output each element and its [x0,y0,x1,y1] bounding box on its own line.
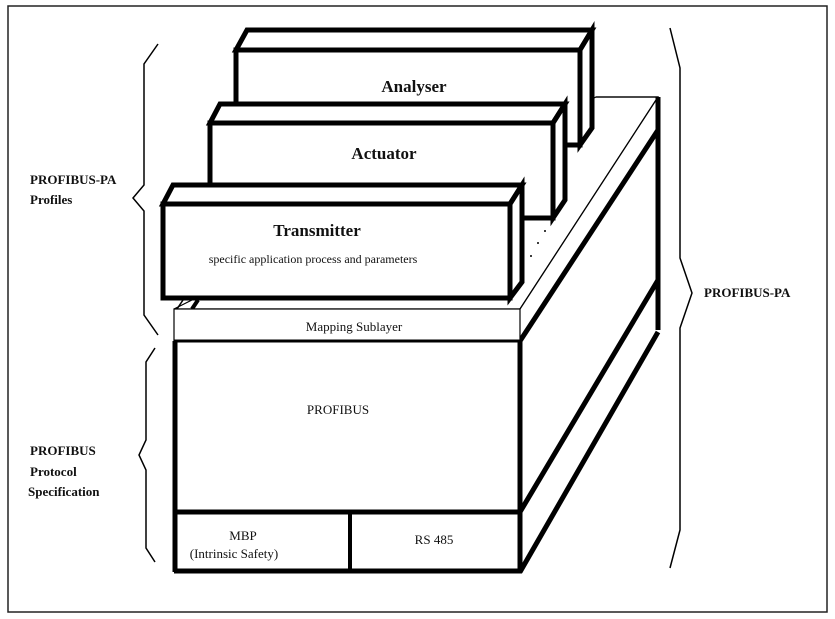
ellipsis-dots [530,230,546,257]
actuator-label: Actuator [351,144,417,163]
actuator-top-face [205,101,570,126]
profiles-bracket [132,43,159,336]
mapping-sublayer-label: Mapping Sublayer [306,319,403,334]
analyser-top-face [231,27,597,53]
profibus-layer-label: PROFIBUS [307,402,369,417]
profile-box-transmitter [158,176,527,306]
protocol-bracket-label-line2: Protocol [30,464,77,479]
side-edge-mapping [517,128,661,343]
protocol-bracket [138,347,156,563]
transmitter-front-face [160,201,513,301]
transmitter-sublabel: specific application process and paramet… [209,252,418,266]
protocol-bracket-label-line3: Specification [28,484,100,499]
mbp-label: MBP [229,528,256,543]
transmitter-legs [176,298,200,311]
profibus-layer-box [174,341,520,512]
right-bracket-label: PROFIBUS-PA [704,285,791,300]
profiles-bracket-label-line1: PROFIBUS-PA [30,172,117,187]
side-edge-top [519,96,659,310]
transmitter-label: Transmitter [273,221,361,240]
analyser-label: Analyser [381,77,447,96]
right-bracket [669,27,693,569]
side-edge-physical [517,278,661,514]
front-face [172,308,523,574]
rs485-label: RS 485 [415,532,454,547]
profiles-bracket-label-line2: Profiles [30,192,72,207]
protocol-bracket-label-line1: PROFIBUS [30,443,96,458]
mbp-sublabel: (Intrinsic Safety) [190,546,278,561]
side-edge-bottom [517,330,661,574]
transmitter-top-face [158,182,527,207]
